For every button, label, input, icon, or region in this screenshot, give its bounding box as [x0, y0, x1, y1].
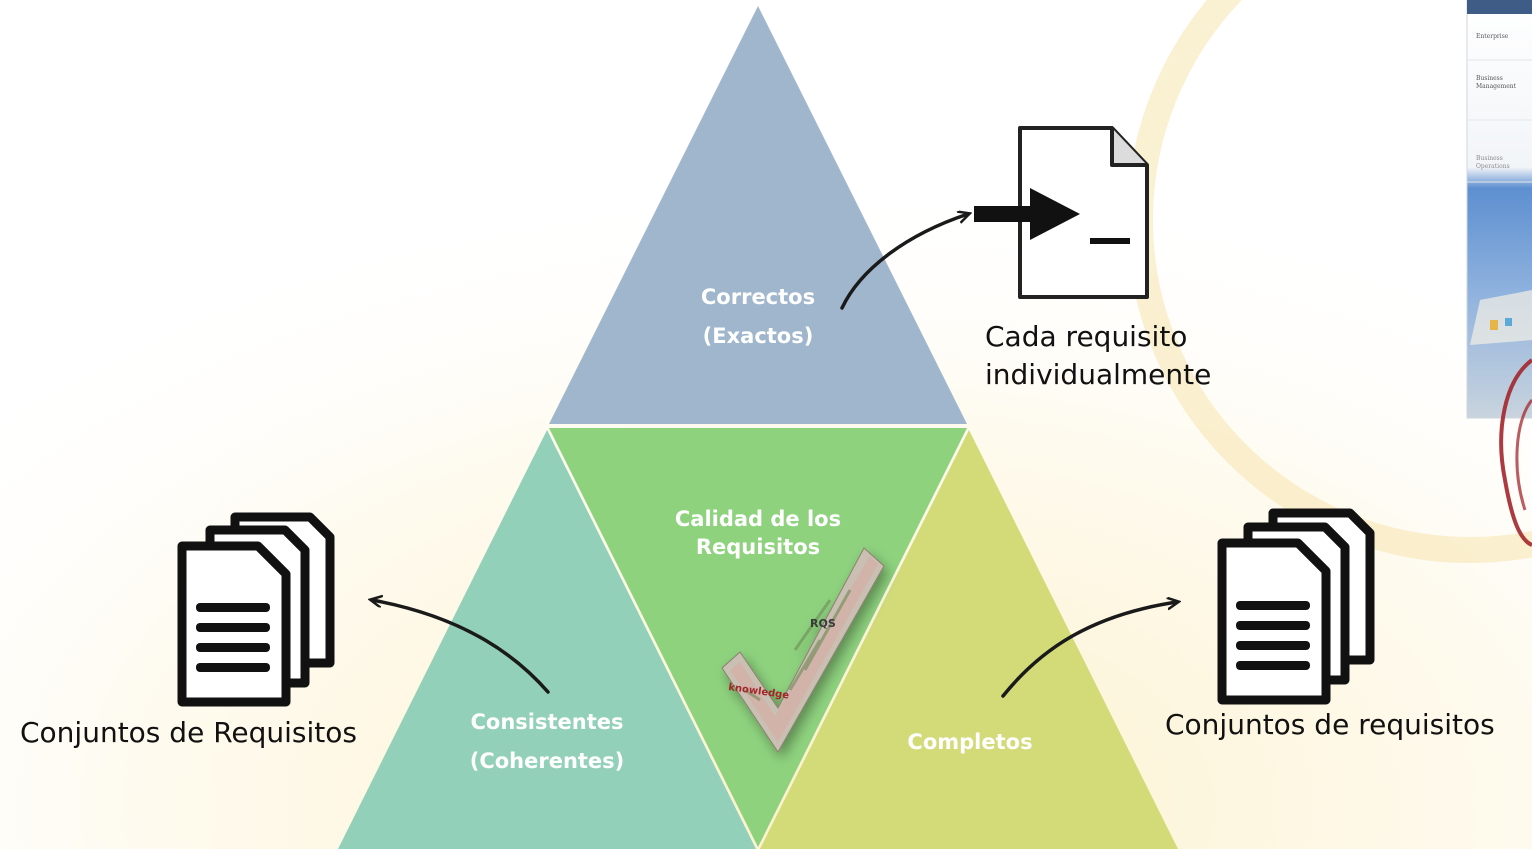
checkmark-word-rqs: RQS: [810, 617, 836, 630]
thumbnail-text-4: Business: [1476, 155, 1503, 162]
label-consistentes-line2: (Coherentes): [469, 749, 625, 773]
annotation-individual-line1: Cada requisito: [985, 320, 1188, 353]
thumbnail-text-3: Management: [1476, 83, 1517, 90]
label-completos-line1: Completos: [907, 730, 1033, 754]
file-import-icon: [974, 126, 1149, 299]
triangle-correctos: [549, 6, 967, 424]
red-swirl: [1499, 358, 1532, 547]
triangle-consistentes: [338, 430, 756, 849]
label-correctos-line2: (Exactos): [702, 324, 814, 348]
annotation-right-set: Conjuntos de requisitos: [1165, 708, 1495, 741]
documents-stack-icon-right: [1217, 508, 1375, 705]
label-correctos: Correctos (Exactos): [658, 278, 858, 356]
triangle-completos: [760, 430, 1178, 849]
label-correctos-line1: Correctos: [700, 285, 816, 309]
label-calidad-line1: Calidad de los: [674, 507, 842, 531]
annotation-left-set: Conjuntos de Requisitos: [20, 716, 357, 749]
label-consistentes-line1: Consistentes: [470, 710, 624, 734]
documents-stack-icon-left: [177, 512, 335, 707]
thumbnail-text-1: Enterprise: [1476, 33, 1509, 40]
arrow-to-completos-set: [1001, 602, 1177, 698]
arrow-to-consistentes-set: [372, 600, 550, 694]
label-completos: Completos: [870, 723, 1070, 762]
thumbnail-text-5: Operations: [1476, 163, 1510, 170]
annotation-individual: Cada requisito individualmente: [985, 318, 1211, 394]
corner-thumbnail: Enterprise Business Management Business …: [1466, 0, 1532, 419]
label-calidad: Calidad de los Requisitos: [638, 505, 878, 561]
triangle-calidad: [549, 428, 967, 847]
label-consistentes: Consistentes (Coherentes): [447, 703, 647, 781]
thumbnail-text-2: Business: [1476, 75, 1503, 82]
label-calidad-line2: Requisitos: [695, 535, 821, 559]
arrow-to-individual: [840, 214, 968, 310]
annotation-individual-line2: individualmente: [985, 358, 1212, 391]
red-swirl-inner: [1515, 399, 1532, 511]
